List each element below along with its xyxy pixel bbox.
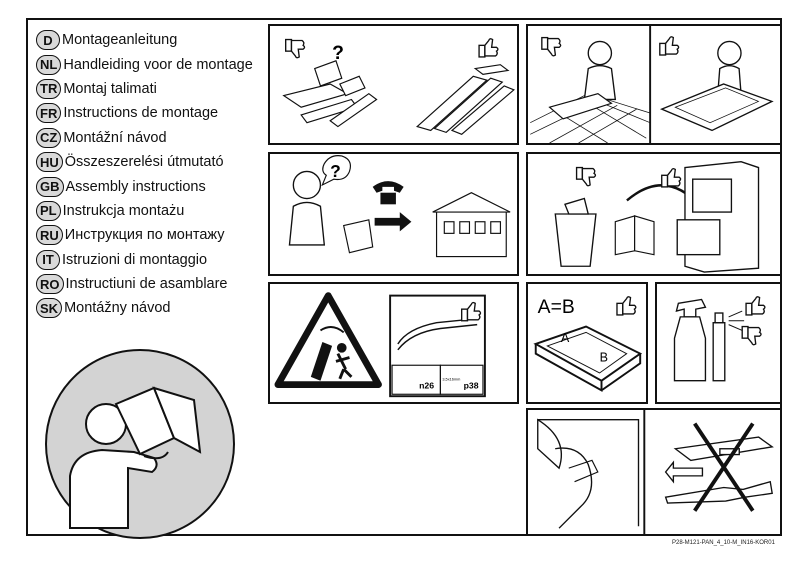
hardware-size: 3,5x16mm (442, 378, 460, 382)
screwdriver-icon (664, 480, 773, 504)
language-code-badge: SK (36, 298, 63, 319)
hardware-page-reference: p38 (464, 380, 479, 390)
store-building-icon (432, 192, 511, 258)
label-a: A (561, 331, 570, 345)
language-code-badge: IT (36, 249, 60, 270)
messy-parts (282, 60, 378, 128)
stacked-boards (416, 64, 515, 135)
read-instructions-icon (45, 349, 235, 539)
language-code-badge: CZ (36, 127, 62, 148)
pictogram-reference: n26 (419, 380, 434, 390)
language-code-badge: GB (36, 176, 64, 197)
knife-icon (673, 436, 774, 462)
language-label: Инструкция по монтажу (64, 227, 225, 244)
language-code-badge: RU (36, 225, 63, 246)
panel-help: ? (268, 152, 519, 276)
document-code: P28-M121-PAN_4_10-M_IN16-KOR01 (672, 540, 775, 546)
language-code-badge: FR (36, 103, 62, 124)
thumbs-down-icon (541, 36, 562, 57)
telephone-icon (372, 181, 404, 205)
language-label: Instrukcja montażu (62, 202, 185, 219)
panel-cleaning (655, 282, 782, 404)
panel-open-packaging (526, 408, 782, 536)
spray-bottle-icon (673, 298, 707, 382)
thumbs-up-icon (745, 296, 766, 316)
diagonal-check-illustration: A=B A B (533, 296, 643, 393)
language-code-badge: HU (36, 152, 63, 173)
language-label: Montážní návod (63, 129, 167, 146)
formula-text: A=B (538, 296, 575, 318)
language-label: Istruzioni di montaggio (62, 251, 208, 268)
language-label: Instructiuni de asamblare (65, 276, 228, 293)
language-label: Montaj talimati (63, 80, 157, 97)
language-code-badge: PL (36, 200, 61, 221)
language-code-badge: NL (36, 54, 62, 75)
help-illustration: ? (288, 155, 511, 258)
trash-bin-icon (554, 197, 597, 267)
booklet-icon (614, 215, 655, 256)
thumbs-down-icon (285, 38, 306, 59)
arrow-left-icon (664, 460, 704, 484)
thumbs-up-icon (661, 168, 682, 188)
prohibited-cross-icon (693, 422, 755, 512)
language-label: Összeszerelési útmutató (64, 154, 224, 171)
language-label: Instructions de montage (63, 105, 219, 122)
language-code-badge: TR (36, 78, 62, 99)
language-label: Handleiding voor de montage (63, 56, 253, 73)
question-mark: ? (332, 43, 344, 64)
assembly-surface-illustration (530, 26, 774, 143)
tip-over-warning-illustration: n26 3,5x16mm p38 (274, 292, 486, 398)
warning-triangle-icon (274, 292, 382, 388)
cleaning-illustration (673, 296, 766, 382)
panel-assembly-surface (526, 24, 782, 145)
panel-keep-instructions (526, 152, 782, 276)
language-code-badge: RO (36, 274, 64, 295)
question-mark: ? (330, 161, 341, 181)
arrow-right-icon (374, 212, 412, 232)
language-label: Assembly instructions (65, 178, 206, 195)
language-code-badge: D (36, 30, 60, 51)
cleaner-tube-icon (712, 312, 726, 382)
thumbs-down-icon (741, 325, 762, 346)
unpacking-illustration: ? (282, 38, 515, 135)
thumbs-up-icon (478, 38, 499, 58)
thumbs-up-icon (616, 296, 637, 316)
thumbs-up-icon (659, 36, 680, 56)
label-b: B (600, 350, 608, 364)
filing-cabinet-icon (676, 161, 760, 273)
page-frame (26, 18, 782, 536)
panel-unpacking: ? (268, 24, 519, 145)
panel-diagonal-check: A=B A B (526, 282, 648, 404)
language-label: Montageanleitung (62, 32, 178, 49)
thumbs-up-icon (461, 301, 482, 322)
thumbs-down-icon (575, 166, 597, 187)
keep-instructions-illustration (554, 161, 760, 273)
open-packaging-illustration (537, 410, 774, 534)
language-label: Montážny návod (64, 300, 171, 317)
panel-tip-over-warning: n26 3,5x16mm p38 (268, 282, 519, 404)
